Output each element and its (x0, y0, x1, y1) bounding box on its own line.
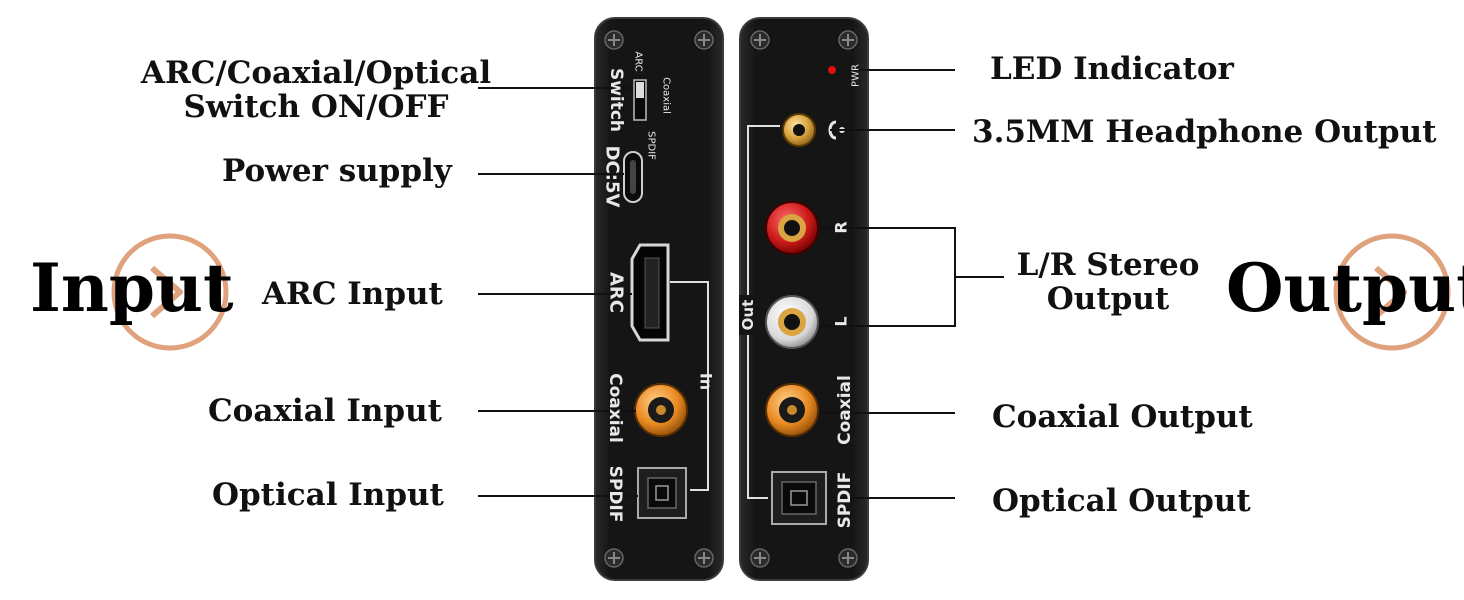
output-title: Output (1226, 249, 1464, 327)
usb-c-port-icon (623, 151, 643, 203)
rca-right-jack-icon (765, 201, 819, 255)
output-panel (739, 17, 869, 581)
stereo-callout-line2: Output (1046, 281, 1170, 317)
led-callout: LED Indicator (990, 51, 1234, 87)
leader-lines-left (478, 87, 638, 497)
stereo-callout-line1: L/R Stereo (1016, 247, 1200, 283)
coaxial-output-callout: Coaxial Output (992, 399, 1253, 435)
leader-lines-right (820, 69, 1004, 499)
slide-switch-icon (633, 79, 647, 121)
optical-output-callout: Optical Output (992, 483, 1251, 519)
coaxial-input-jack-icon (634, 383, 688, 437)
led-indicator-icon (828, 66, 836, 74)
optical-output-port-icon (771, 471, 827, 525)
switch-callout-line1: ARC/Coaxial/Optical (140, 55, 492, 91)
optical-input-callout: Optical Input (212, 477, 444, 513)
stereo-callout: L/R Stereo Output (1008, 248, 1208, 316)
output-accent-circle (1333, 233, 1451, 351)
coaxial-input-callout: Coaxial Input (208, 393, 442, 429)
input-title: Input (30, 249, 234, 327)
headphone-jack-icon (782, 113, 816, 147)
coaxial-output-jack-icon (765, 383, 819, 437)
optical-input-port-icon (637, 467, 687, 519)
switch-callout: ARC/Coaxial/Optical Switch ON/OFF (140, 56, 492, 124)
power-callout: Power supply (222, 153, 452, 189)
headphone-callout: 3.5MM Headphone Output (972, 114, 1437, 150)
input-accent-circle (111, 233, 229, 351)
arc-input-callout: ARC Input (262, 276, 443, 312)
rca-left-jack-icon (765, 295, 819, 349)
input-panel (594, 17, 724, 581)
hdmi-port-icon (630, 243, 670, 342)
switch-callout-line2: Switch ON/OFF (183, 89, 449, 125)
